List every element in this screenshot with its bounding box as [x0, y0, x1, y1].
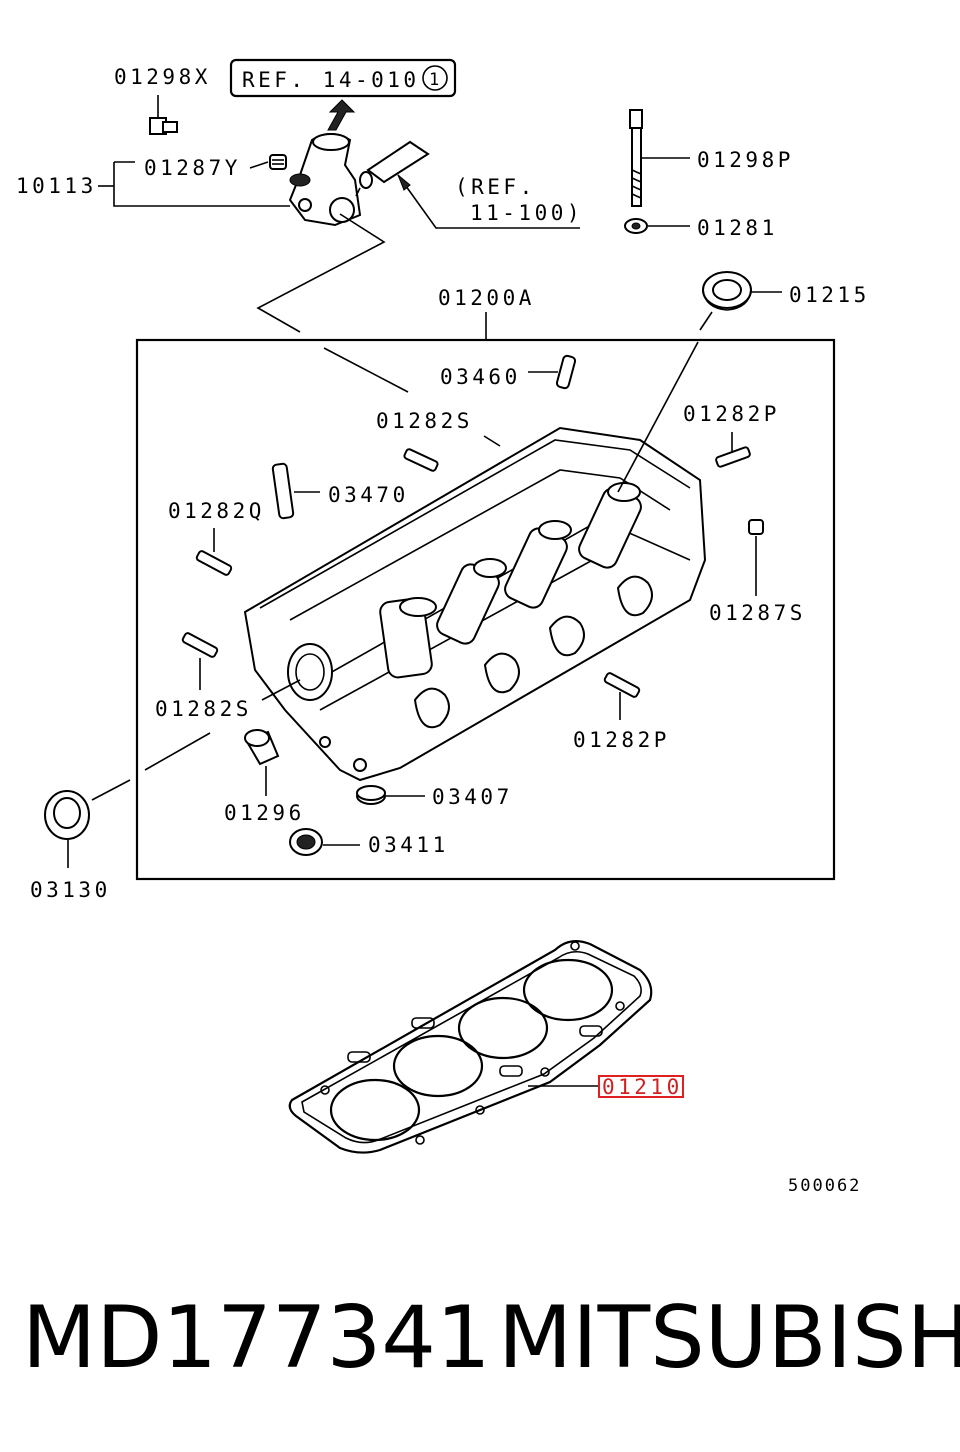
cylinder-head-icon: [243, 426, 707, 782]
oil-seal-03130-icon: [44, 790, 90, 840]
callout-01215: 01215: [789, 283, 870, 307]
plug-01287S-icon: [748, 519, 764, 535]
callout-03460: 03460: [440, 365, 521, 389]
caption: MD177341 MITSUBISHI: [18, 1288, 960, 1398]
callout-01200A: 01200A: [438, 286, 535, 310]
sensor-icon: [355, 140, 430, 197]
callout-01281: 01281: [697, 216, 778, 240]
callout-03407: 03407: [432, 785, 513, 809]
stud-01282P-top-icon: [715, 446, 751, 468]
stud-01282S-left-icon: [181, 632, 219, 658]
valve-guide-03470-icon: [271, 462, 295, 520]
callout-01287Y: 01287Y: [144, 156, 241, 180]
callout-01282S-left: 01282S: [155, 697, 252, 721]
dowel-03460-icon: [555, 354, 577, 390]
callout-10113: 10113: [16, 174, 97, 198]
ref-box: REF. 14-010 1: [229, 58, 457, 98]
figure-code: 500062: [788, 1176, 861, 1196]
plug-01287Y-icon: [269, 154, 287, 170]
stud-01282P-bottom-icon: [603, 672, 641, 698]
ref-box-circle-number: 1: [429, 70, 441, 90]
ref-note-line2: 11-100): [470, 201, 583, 225]
callout-01282S-top: 01282S: [376, 409, 473, 433]
head-gasket-01210-icon: [288, 939, 653, 1154]
callout-01282P-bottom: 01282P: [573, 728, 670, 752]
callout-01287S: 01287S: [709, 601, 806, 625]
arrow-up-icon: [327, 99, 356, 131]
callout-03130: 03130: [30, 878, 111, 902]
bolt-01298X-icon: [149, 95, 178, 135]
callout-01282Q: 01282Q: [168, 499, 265, 523]
oil-seal-01215-icon: [702, 271, 752, 311]
ref-box-text: REF. 14-010: [242, 68, 420, 92]
thermostat-housing-icon: [288, 133, 362, 227]
seal-03411-icon: [289, 828, 323, 856]
callout-03411: 03411: [368, 833, 449, 857]
head-bolt-01298P-icon: [629, 109, 643, 207]
stud-01282S-top-icon: [403, 448, 439, 472]
cylinder-head-frame: [135, 338, 836, 881]
stud-01282Q-icon: [195, 550, 233, 576]
washer-01281-icon: [624, 218, 648, 234]
seal-01296-icon: [244, 729, 280, 766]
callout-01298X: 01298X: [114, 65, 211, 89]
highlight-box: [598, 1075, 684, 1098]
parts-diagram: 01298X REF. 14-010 1 01287Y 10113 (REF. …: [16, 58, 870, 1196]
part-number: MD177341: [22, 1288, 491, 1388]
callout-01298P: 01298P: [697, 148, 794, 172]
ref-note-line1: (REF.: [455, 175, 536, 199]
callout-03470: 03470: [328, 483, 409, 507]
callout-01210: 01210: [602, 1075, 683, 1099]
callout-01282P-top: 01282P: [683, 402, 780, 426]
brand-name: MITSUBISHI: [498, 1288, 960, 1388]
seal-03407-icon: [356, 785, 386, 805]
callout-01296: 01296: [224, 801, 305, 825]
